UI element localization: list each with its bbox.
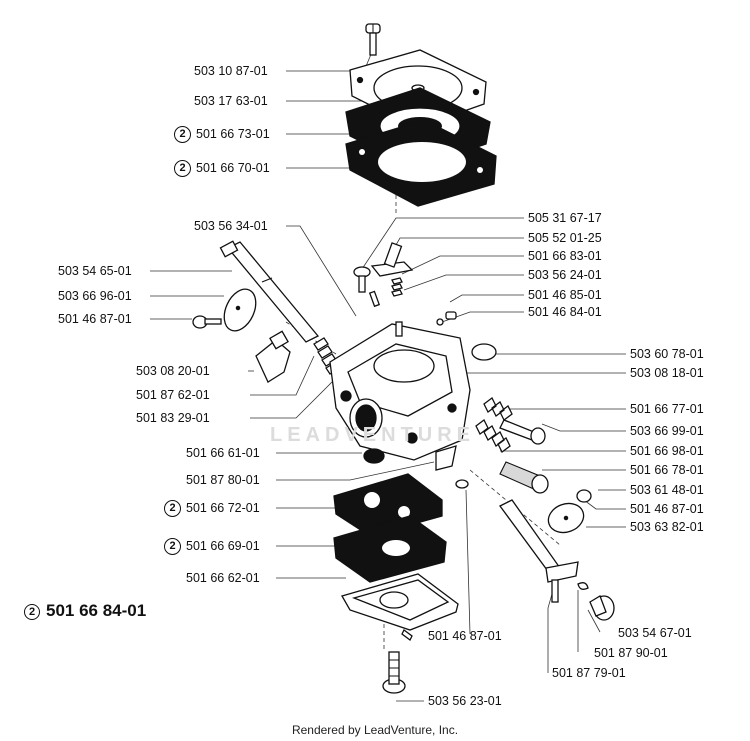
label-needle-valve[interactable]: 505 52 01-25 bbox=[528, 231, 602, 245]
label-ball[interactable]: 501 46 85-01 bbox=[528, 288, 602, 302]
label-choke-shaft[interactable]: 503 54 67-01 bbox=[618, 626, 692, 640]
label-lever-screw[interactable]: 505 31 67-17 bbox=[528, 211, 602, 225]
leader-choke-screw bbox=[583, 499, 626, 510]
label-metering-cover[interactable]: 501 66 62-01 bbox=[186, 571, 260, 585]
label-pump-cover[interactable]: 503 17 63-01 bbox=[194, 94, 268, 108]
badge-pump-diaphragm: 2 bbox=[174, 126, 191, 143]
label-spring-h[interactable]: 501 66 77-01 bbox=[630, 402, 704, 416]
needles-shape bbox=[475, 397, 615, 621]
label-detent-spring[interactable]: 501 87 90-01 bbox=[594, 646, 668, 660]
label-valve-screw-right[interactable]: 503 61 48-01 bbox=[630, 483, 704, 497]
valve-screw-left-shape bbox=[192, 315, 222, 329]
label-plug-small[interactable]: 501 46 84-01 bbox=[528, 305, 602, 319]
leader-needle-h bbox=[541, 423, 626, 432]
label-spring-left[interactable]: 501 87 62-01 bbox=[136, 388, 210, 402]
badge-pump-gasket: 2 bbox=[174, 160, 191, 177]
label-throttle-valve[interactable]: 503 66 96-01 bbox=[58, 289, 132, 303]
leader-shaft-center bbox=[286, 225, 357, 317]
pump-gasket-shape bbox=[345, 119, 497, 207]
leader-lever-screw bbox=[359, 217, 524, 273]
throttle-shaft-shape bbox=[219, 240, 320, 343]
leader-pin-left bbox=[250, 373, 341, 419]
fuel-nipple-shape bbox=[255, 330, 291, 383]
leader-screw-bottom bbox=[465, 489, 471, 635]
label-metering-gasket[interactable]: 501 66 69-01 bbox=[186, 539, 260, 553]
pump-screw-shape bbox=[365, 23, 381, 56]
label-pin-left[interactable]: 501 83 29-01 bbox=[136, 411, 210, 425]
label-lever-spring[interactable]: 503 56 24-01 bbox=[528, 268, 602, 282]
leader-spring-left bbox=[250, 355, 315, 396]
kit-number: 501 66 84-01 bbox=[46, 601, 147, 620]
leader-ball bbox=[449, 294, 524, 303]
watermark: LEADVENTURE bbox=[270, 424, 476, 446]
leader-check-valve bbox=[276, 461, 435, 481]
label-choke-lever[interactable]: 501 87 79-01 bbox=[552, 666, 626, 680]
label-carb-body[interactable]: 503 08 18-01 bbox=[630, 366, 704, 380]
label-screw-top[interactable]: 503 10 87-01 bbox=[194, 64, 268, 78]
label-choke-screw[interactable]: 501 46 87-01 bbox=[630, 502, 704, 516]
label-spring-l[interactable]: 501 66 98-01 bbox=[630, 444, 704, 458]
label-fuel-nipple[interactable]: 503 08 20-01 bbox=[136, 364, 210, 378]
badge-kit: 2 bbox=[24, 604, 40, 620]
label-screen[interactable]: 501 66 61-01 bbox=[186, 446, 260, 460]
lever-group-shape bbox=[353, 242, 457, 326]
throttle-valve-shape bbox=[223, 288, 257, 332]
label-pump-gasket[interactable]: 501 66 70-01 bbox=[196, 161, 270, 175]
leader-control-lever bbox=[401, 255, 524, 275]
label-choke-valve[interactable]: 503 63 82-01 bbox=[630, 520, 704, 534]
label-valve-screw-left[interactable]: 501 46 87-01 bbox=[58, 312, 132, 326]
label-needle-h[interactable]: 503 66 99-01 bbox=[630, 424, 704, 438]
label-metering-diaphragm[interactable]: 501 66 72-01 bbox=[186, 501, 260, 515]
label-welch-plug[interactable]: 503 60 78-01 bbox=[630, 347, 704, 361]
leader-choke-shaft bbox=[587, 609, 601, 633]
label-check-valve[interactable]: 501 87 80-01 bbox=[186, 473, 260, 487]
label-cover-screw[interactable]: 503 56 23-01 bbox=[428, 694, 502, 708]
badge-metering-diaphragm: 2 bbox=[164, 500, 181, 517]
badge-metering-gasket: 2 bbox=[164, 538, 181, 555]
carb-body-shape bbox=[329, 321, 497, 461]
bottom-stack-shape bbox=[333, 445, 469, 694]
label-shaft-center[interactable]: 503 56 34-01 bbox=[194, 219, 268, 233]
label-pump-diaphragm[interactable]: 501 66 73-01 bbox=[196, 127, 270, 141]
label-screw-bottom[interactable]: 501 46 87-01 bbox=[428, 629, 502, 643]
leader-lever-spring bbox=[403, 274, 524, 291]
label-needle-l[interactable]: 501 66 78-01 bbox=[630, 463, 704, 477]
repair-kit-callout[interactable]: 2 501 66 84-01 bbox=[24, 601, 146, 621]
label-throttle-shaft[interactable]: 503 54 65-01 bbox=[58, 264, 132, 278]
leader-needle-valve bbox=[385, 237, 524, 263]
footer-credit: Rendered by LeadVenture, Inc. bbox=[291, 723, 459, 737]
label-control-lever[interactable]: 501 66 83-01 bbox=[528, 249, 602, 263]
